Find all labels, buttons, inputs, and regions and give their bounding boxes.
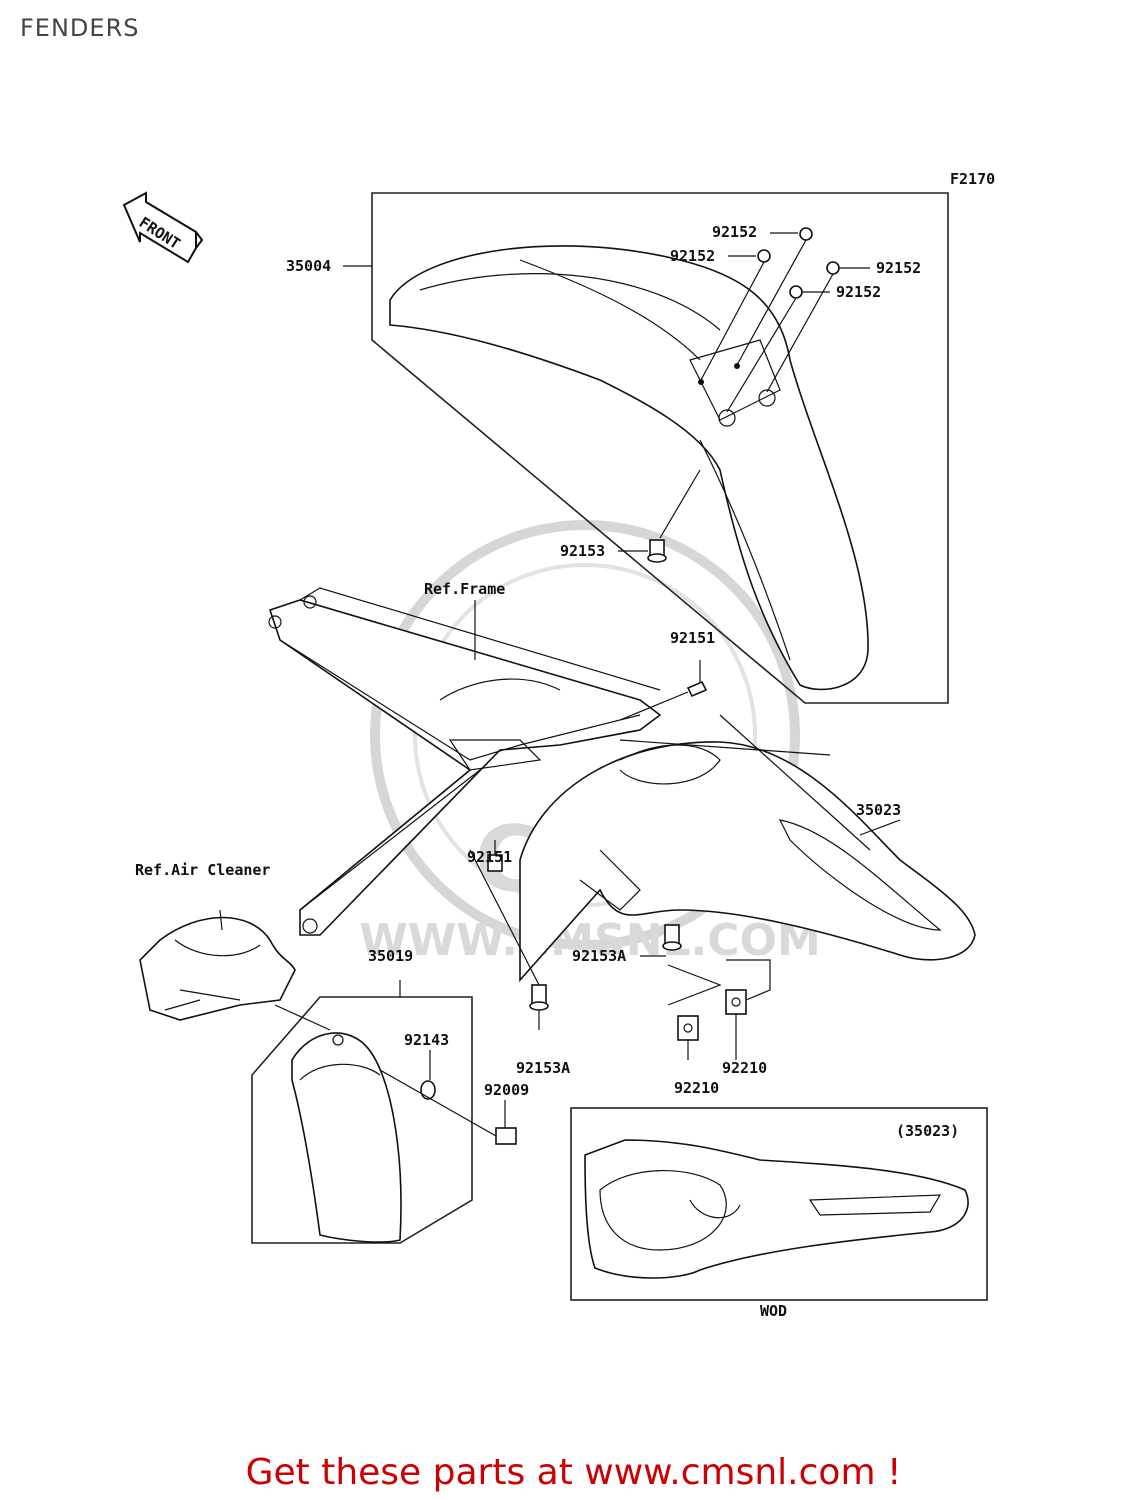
label-92152-a: 92152	[712, 223, 757, 241]
flap	[274, 1004, 402, 1243]
front-fender-box	[371, 192, 949, 704]
air-cleaner	[139, 909, 296, 1021]
label-92153A-upper: 92153A	[572, 947, 626, 965]
footer-cta[interactable]: Get these parts at www.cmsnl.com !	[245, 1452, 902, 1493]
label-ref-air-cleaner: Ref.Air Cleaner	[135, 861, 270, 879]
label-35023: 35023	[856, 801, 901, 819]
fenders-parts-diagram: CMS WWW.CMSNL.COM FRONT F2170	[122, 170, 995, 1320]
inset-rear-fender	[584, 1139, 969, 1279]
front-fender	[389, 245, 869, 691]
bolt-92153-icon	[618, 469, 701, 563]
bolt-92153A-icons	[469, 849, 682, 1030]
label-92009: 92009	[484, 1081, 529, 1099]
label-92210-left: 92210	[674, 1079, 719, 1097]
label-35019: 35019	[368, 947, 413, 965]
figure-code: F2170	[950, 170, 995, 188]
label-inset-caption: WOD	[760, 1302, 787, 1320]
nut-92210-icons	[667, 959, 771, 1060]
label-92151-upper: 92151	[670, 629, 715, 647]
bolt-92151-lower-icon	[487, 840, 503, 872]
label-92143: 92143	[404, 1031, 449, 1049]
label-92151-lower: 92151	[467, 848, 512, 866]
washer-icons	[700, 227, 870, 413]
bolt-92151-upper-icon	[619, 660, 708, 721]
label-92153: 92153	[560, 542, 605, 560]
label-92152-c: 92152	[876, 259, 921, 277]
collar-92143-icon	[420, 1050, 436, 1100]
bolt-92009-icon	[379, 1069, 517, 1145]
inset-box	[570, 1107, 988, 1301]
label-35004: 35004	[286, 257, 331, 275]
label-ref-frame: Ref.Frame	[424, 580, 505, 598]
frame	[268, 587, 662, 936]
label-92210-right: 92210	[722, 1059, 767, 1077]
callout-labels: 35004 92152 92152 92152 92152 92153 Ref.…	[135, 223, 959, 1320]
label-92153A-lower: 92153A	[516, 1059, 570, 1077]
page-title: FENDERS	[20, 14, 140, 42]
front-arrow-icon: FRONT	[122, 191, 204, 264]
label-inset-ref: (35023)	[896, 1122, 959, 1140]
flap-box	[251, 996, 473, 1244]
label-92152-b: 92152	[670, 247, 715, 265]
watermark-url: WWW.CMSNL.COM	[359, 915, 821, 966]
rear-fender	[519, 714, 976, 983]
label-92152-d: 92152	[836, 283, 881, 301]
